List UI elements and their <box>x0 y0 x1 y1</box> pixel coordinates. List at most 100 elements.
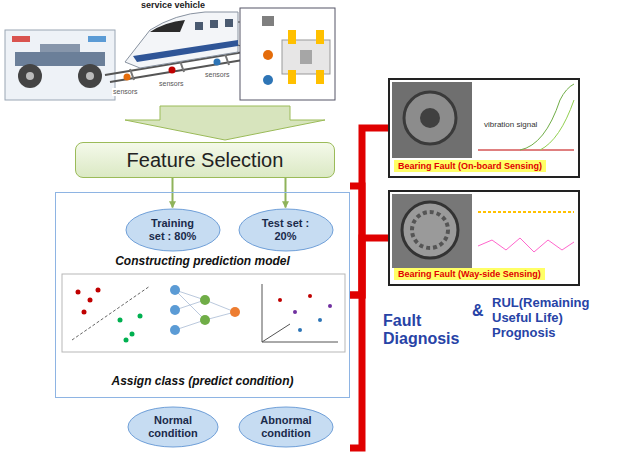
illustration-label: sensors <box>204 71 231 79</box>
track <box>225 54 229 65</box>
bearing-photo <box>478 211 574 213</box>
bogie-inset <box>282 40 330 74</box>
train <box>125 12 238 68</box>
dataset-ellipse: Training set : 80% <box>125 208 221 252</box>
ellipse-shape <box>239 407 333 447</box>
bearing-photo <box>420 108 440 128</box>
ellipse-text: Training set : 80% <box>145 217 201 242</box>
panel-caption: vibration signal <box>482 120 539 129</box>
track <box>130 69 134 80</box>
model-picture <box>62 274 345 352</box>
bearing-photo <box>478 150 574 151</box>
bearing-photo <box>402 202 458 258</box>
sensor-dot <box>124 74 131 81</box>
train <box>195 22 203 30</box>
condition-ellipse: Normal condition <box>127 406 219 448</box>
caption-label: & <box>472 302 484 320</box>
bogie-inset <box>263 50 273 60</box>
caption-label: Fault Diagnosis <box>383 312 469 349</box>
model-picture <box>138 314 143 319</box>
illustration-label: sensors <box>158 80 185 88</box>
model-picture <box>308 294 312 298</box>
block-arrow <box>125 106 325 140</box>
model-picture <box>298 328 302 332</box>
bogie-inset <box>288 70 296 84</box>
bogie-inset <box>240 8 335 100</box>
bogie-drawing <box>86 72 94 80</box>
node-text: Feature Selection <box>127 149 284 172</box>
bearing-photo <box>476 194 576 268</box>
bearing-photo <box>392 82 472 158</box>
bogie-inset <box>316 30 324 44</box>
bogie-inset <box>316 70 324 84</box>
model-picture <box>62 274 345 352</box>
illustration-label: sensors <box>112 88 139 96</box>
ellipse-shape <box>128 407 218 447</box>
bearing-photo <box>404 92 456 144</box>
bearing-photo <box>392 194 472 268</box>
node-text: Assign class (predict condition) <box>56 375 349 389</box>
track <box>180 61 184 72</box>
model-picture <box>200 295 210 305</box>
condition-ellipse: Abnormal condition <box>238 406 334 448</box>
ellipse-shape <box>126 209 220 251</box>
model-picture <box>170 305 180 315</box>
model-picture <box>200 315 210 325</box>
model-picture <box>82 310 87 315</box>
ellipse-text: Normal condition <box>145 414 201 439</box>
bearing-photo <box>478 238 574 252</box>
model-picture <box>293 310 297 314</box>
model-picture <box>318 318 322 322</box>
network-sketch <box>175 290 205 320</box>
bogie-drawing <box>40 44 80 52</box>
bearing-photo <box>412 212 448 248</box>
train <box>150 20 185 32</box>
model-picture <box>76 290 81 295</box>
bogie-drawing <box>12 36 30 42</box>
bogie-drawing <box>5 30 115 100</box>
train <box>225 19 233 27</box>
bracket-line <box>350 128 388 295</box>
bearing-photo <box>520 84 574 150</box>
ellipse-text: Test set : 20% <box>258 217 314 242</box>
bogie-drawing <box>18 64 42 88</box>
model-picture <box>262 284 338 342</box>
model-picture <box>170 285 180 295</box>
bogie-drawing <box>88 36 106 42</box>
ellipse-text: Abnormal condition <box>258 414 314 439</box>
model-picture <box>170 325 180 335</box>
model-picture <box>230 307 240 317</box>
sensor-dot <box>214 59 221 66</box>
bogie-drawing <box>5 30 115 100</box>
process-box: Feature Selection <box>75 142 335 178</box>
bogie-inset <box>300 50 312 64</box>
bearing-photo <box>540 100 574 150</box>
bracket-line <box>350 238 388 295</box>
bearing-photo <box>476 82 576 158</box>
bogie-drawing <box>78 64 102 88</box>
panel-caption: Bearing Fault (On-board Sensing) <box>394 160 546 172</box>
ellipse-shape <box>239 209 333 251</box>
block-arrow <box>125 106 325 140</box>
photo-panel: Bearing Fault (Way-side Sensing) <box>388 190 580 286</box>
model-picture <box>328 304 332 308</box>
bogie-drawing <box>15 52 105 66</box>
bearing-photo <box>392 82 576 268</box>
bogie-inset <box>288 30 296 44</box>
model-picture <box>88 298 93 303</box>
panel-caption: Bearing Fault (Way-side Sensing) <box>394 268 545 280</box>
model-picture <box>96 288 101 293</box>
bogie-inset <box>240 8 335 100</box>
bogie-inset <box>262 16 274 26</box>
node-text: Constructing prediction model <box>56 255 349 269</box>
train <box>210 20 218 28</box>
model-picture <box>130 332 135 337</box>
sensor-dot <box>169 67 176 74</box>
model-picture <box>278 298 282 302</box>
caption-label: RUL(Remaining Useful Life) Prognosis <box>492 296 610 341</box>
bogie-drawing <box>26 72 34 80</box>
photo-panel: vibration signalBearing Fault (On-board … <box>388 78 580 178</box>
network-sketch <box>175 290 235 330</box>
illustration-label: service vehicle <box>140 0 206 10</box>
